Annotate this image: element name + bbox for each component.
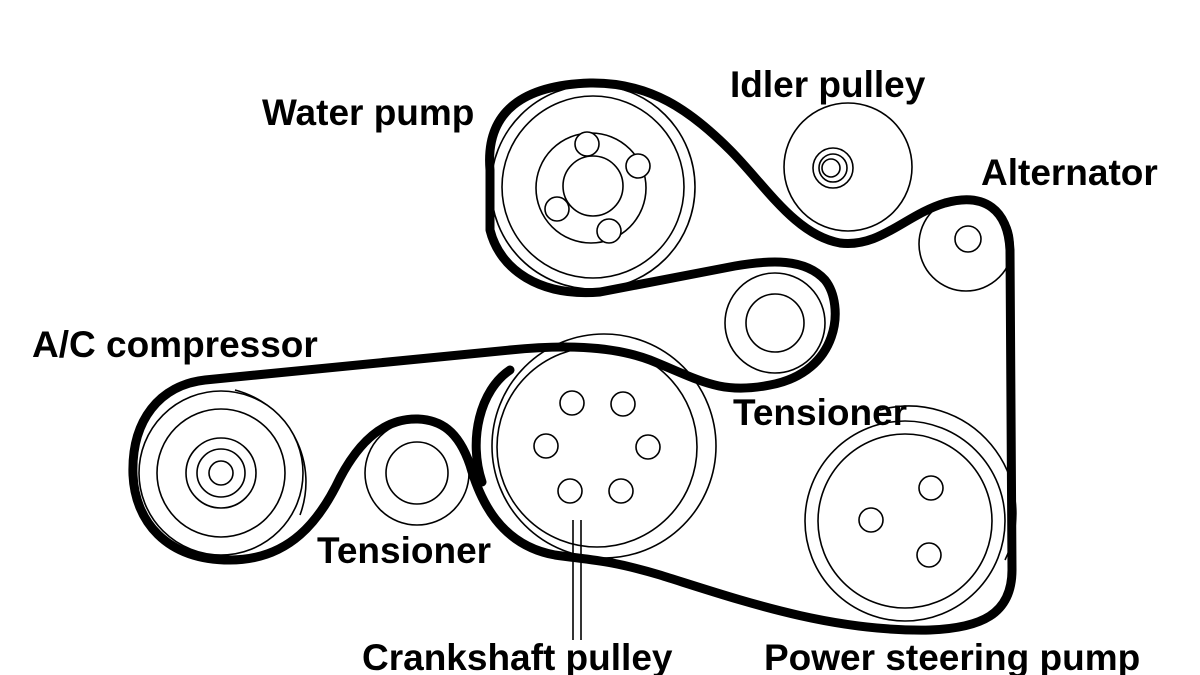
crankshaft-pulley [491, 333, 717, 640]
water-pump-label: Water pump [262, 92, 474, 133]
upper-tensioner-label: Tensioner [733, 392, 907, 433]
serpentine-belt-crank-wrap [471, 365, 515, 487]
power-steering-pump-label: Power steering pump [764, 637, 1140, 675]
ac-compressor-pulley [138, 389, 307, 556]
crankshaft-pulley-label: Crankshaft pulley [362, 637, 673, 675]
power-steering-pump-pulley [804, 405, 1017, 622]
water-pump-pulley [490, 84, 696, 290]
alternator-label: Alternator [981, 152, 1158, 193]
idler-pulley [783, 102, 913, 232]
lower-tensioner-label: Tensioner [317, 530, 491, 571]
lower-tensioner-pulley [364, 420, 470, 526]
idler-pulley-label: Idler pulley [730, 64, 926, 105]
upper-tensioner-pulley [724, 272, 826, 374]
serpentine-belt [128, 78, 1017, 635]
ac-compressor-label: A/C compressor [32, 324, 318, 365]
